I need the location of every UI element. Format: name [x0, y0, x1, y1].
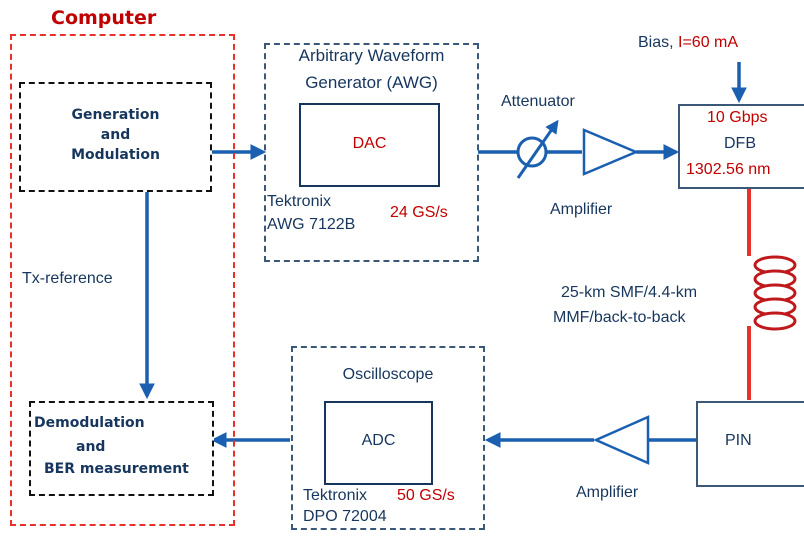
- computer-title: Computer: [51, 7, 157, 29]
- dfb-wavelength-label: 1302.56 nm: [686, 161, 771, 178]
- demod-and-label: and: [76, 439, 106, 455]
- bias-prefix: Bias,: [638, 34, 679, 51]
- generation-label: Generation: [71, 107, 160, 123]
- modulation-label: Modulation: [71, 147, 160, 163]
- pin-detector-box: [696, 401, 804, 487]
- dfb-laser-box: [678, 104, 804, 189]
- demodulation-box: [29, 401, 214, 496]
- awg-model-label: AWG 7122B: [267, 216, 356, 233]
- dac-box: [299, 103, 440, 187]
- dfb-label: DFB: [724, 135, 756, 152]
- dac-label: DAC: [352, 135, 387, 152]
- fiber-spool-icon: [753, 255, 797, 331]
- tx-amplifier-label: Amplifier: [550, 201, 613, 218]
- awg-title-line1: Arbitrary Waveform: [298, 46, 445, 65]
- computer-group: [10, 34, 235, 526]
- oscilloscope-group: [291, 346, 485, 530]
- dfb-rate-label: 10 Gbps: [707, 109, 768, 126]
- tx-reference-label: Tx-reference: [22, 270, 113, 289]
- awg-maker-label: Tektronix: [267, 193, 332, 210]
- rx-amplifier-label: Amplifier: [576, 484, 639, 501]
- scope-maker-label: Tektronix: [303, 487, 368, 504]
- adc-label: ADC: [361, 432, 396, 449]
- generation-and-label: and: [100, 127, 131, 143]
- fiber-label-line1: 25-km SMF/4.4-km: [561, 284, 698, 301]
- pin-label: PIN: [725, 432, 752, 449]
- awg-rate-label: 24 GS/s: [390, 204, 448, 221]
- ber-measurement-label: BER measurement: [44, 461, 189, 477]
- bias-current: I=60 mA: [678, 34, 739, 51]
- demodulation-label: Demodulation: [34, 415, 145, 431]
- tx-amplifier-triangle: [582, 128, 640, 176]
- adc-box: [324, 401, 433, 485]
- generation-modulation-box: [19, 82, 212, 192]
- bias-label: Bias, I=60 mA: [638, 34, 738, 52]
- attenuator-symbol: [516, 119, 559, 179]
- oscilloscope-title: Oscilloscope: [342, 366, 434, 383]
- fiber-label-line2: MMF/back-to-back: [553, 309, 686, 326]
- attenuator-label: Attenuator: [501, 93, 575, 110]
- awg-group: [264, 43, 479, 262]
- scope-rate-label: 50 GS/s: [397, 487, 455, 504]
- rx-amplifier-triangle: [592, 415, 650, 465]
- awg-title-line2: Generator (AWG): [305, 73, 438, 92]
- scope-model-label: DPO 72004: [303, 508, 387, 525]
